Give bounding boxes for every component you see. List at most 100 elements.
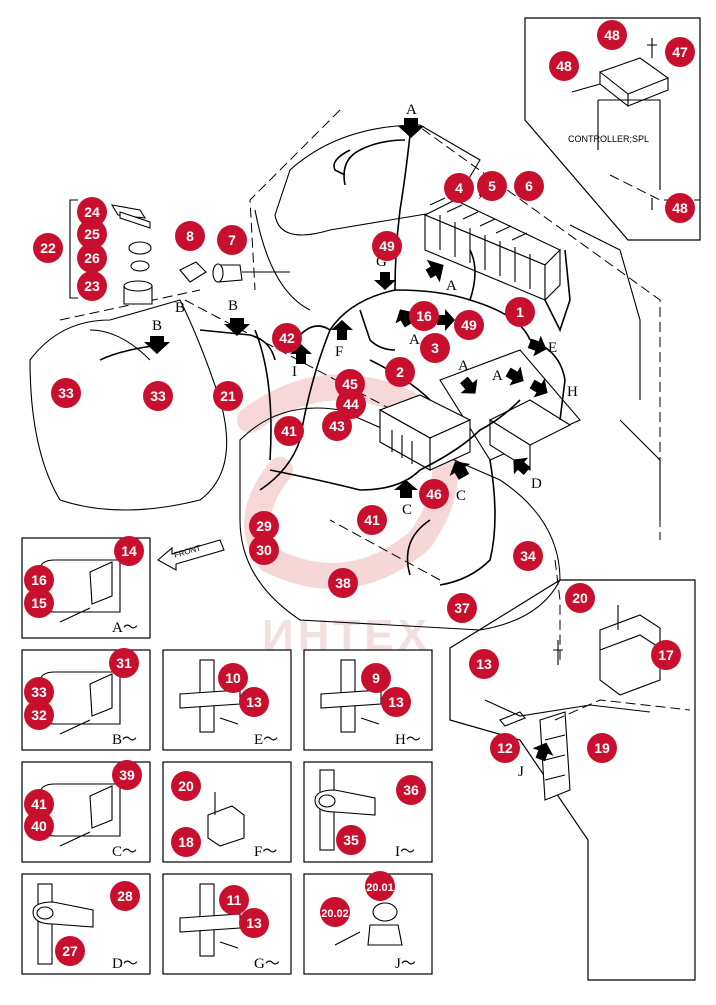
callout-42: 42	[272, 323, 302, 353]
callout-5: 5	[477, 171, 507, 201]
caption-a: A～	[112, 620, 138, 636]
callout-number: 20	[572, 590, 588, 606]
callout-number: 13	[476, 656, 492, 672]
callout-number: 37	[454, 600, 470, 616]
callout-29: 29	[249, 511, 279, 541]
callout-number: 16	[31, 572, 47, 588]
callout-41: 41	[274, 416, 304, 446]
callout-bubble	[549, 51, 579, 81]
caption-f: F～	[254, 844, 277, 860]
callout-number: 14	[121, 543, 137, 559]
callout-20: 20	[565, 583, 595, 613]
callout-number: 25	[84, 226, 100, 242]
callout-number: 18	[178, 834, 194, 850]
callout-bubble	[514, 171, 544, 201]
callout-15: 15	[24, 588, 54, 618]
cab-frame	[29, 109, 661, 660]
callout-18: 18	[171, 827, 201, 857]
callout-number: 27	[62, 943, 78, 959]
callout-41: 41	[24, 789, 54, 819]
callout-33: 33	[51, 378, 81, 408]
view-letter-b3: B	[152, 318, 162, 334]
callout-bubble	[651, 640, 681, 670]
callout-bubble	[55, 936, 85, 966]
callout-bubble	[336, 389, 366, 419]
callout-bubble	[320, 897, 350, 927]
callout-number: 48	[672, 200, 688, 216]
callout-number: 8	[186, 228, 194, 244]
callout-bubble	[322, 411, 352, 441]
callout-number: 20.02	[321, 908, 349, 920]
controller-inset: CONTROLLER;SPL	[524, 17, 701, 241]
callout-bubble	[587, 733, 617, 763]
callout-number: 39	[119, 767, 135, 783]
view-letter-a-low2: A	[492, 368, 503, 384]
callout-bubble	[381, 687, 411, 717]
callout-bubble	[361, 663, 391, 693]
callout-number: 36	[403, 782, 419, 798]
callout-43: 43	[322, 411, 352, 441]
callout-33: 33	[24, 677, 54, 707]
view-letter-j: J	[518, 764, 524, 780]
callout-6: 6	[514, 171, 544, 201]
callout-32: 32	[24, 700, 54, 730]
callout-number: 13	[388, 694, 404, 710]
callout-bubble	[51, 378, 81, 408]
callout-bubble	[110, 881, 140, 911]
callout-38: 38	[328, 568, 358, 598]
callout-bubble	[24, 565, 54, 595]
callout-bubble	[219, 885, 249, 915]
view-letter-e: E	[548, 340, 557, 356]
front-arrow: FRONT	[157, 539, 225, 571]
callout-number: 20	[178, 778, 194, 794]
view-letter-b2: B	[228, 298, 238, 314]
callout-bubble	[77, 243, 107, 273]
callout-number: 33	[150, 388, 166, 404]
callout-bubble	[477, 171, 507, 201]
callout-number: 22	[40, 240, 56, 256]
key-switch-group	[69, 199, 153, 305]
callout-number: 41	[31, 796, 47, 812]
callout-23: 23	[77, 271, 107, 301]
callout-bubble	[143, 381, 173, 411]
callout-41: 41	[357, 505, 387, 535]
wire-harness	[99, 134, 571, 586]
callout-number: 31	[116, 655, 132, 671]
callout-bubble	[24, 700, 54, 730]
callout-bubble	[513, 541, 543, 571]
callout-13: 13	[469, 649, 499, 679]
callout-13: 13	[381, 687, 411, 717]
callout-bubble	[328, 568, 358, 598]
callout-30: 30	[249, 535, 279, 565]
callout-number: 38	[335, 575, 351, 591]
callout-bubble	[77, 197, 107, 227]
view-letter-h: H	[567, 384, 578, 400]
callout-20-01: 20.01	[365, 871, 395, 901]
callout-27: 27	[55, 936, 85, 966]
callout-bubble	[249, 511, 279, 541]
callout-bubble	[419, 479, 449, 509]
callout-number: 15	[31, 595, 47, 611]
callout-25: 25	[77, 219, 107, 249]
callout-number: 16	[416, 308, 432, 324]
view-letter-a-low: A	[458, 358, 469, 374]
callout-14: 14	[114, 536, 144, 566]
callout-49: 49	[372, 231, 402, 261]
callout-48: 48	[665, 193, 695, 223]
view-letter-a-top: A	[406, 102, 417, 118]
caption-d: D～	[112, 956, 138, 972]
callout-4: 4	[444, 173, 474, 203]
callout-36: 36	[396, 775, 426, 805]
bracket-inset	[449, 579, 696, 981]
callout-number: 26	[84, 250, 100, 266]
callout-number: 4	[455, 180, 463, 196]
callout-number: 10	[225, 670, 241, 686]
callout-number: 9	[372, 670, 380, 686]
caption-b: B～	[112, 732, 137, 748]
callout-number: 35	[343, 832, 359, 848]
callout-24: 24	[77, 197, 107, 227]
callout-number: 5	[488, 178, 496, 194]
view-letter-a-right: A	[446, 278, 457, 294]
callout-number: 28	[117, 888, 133, 904]
